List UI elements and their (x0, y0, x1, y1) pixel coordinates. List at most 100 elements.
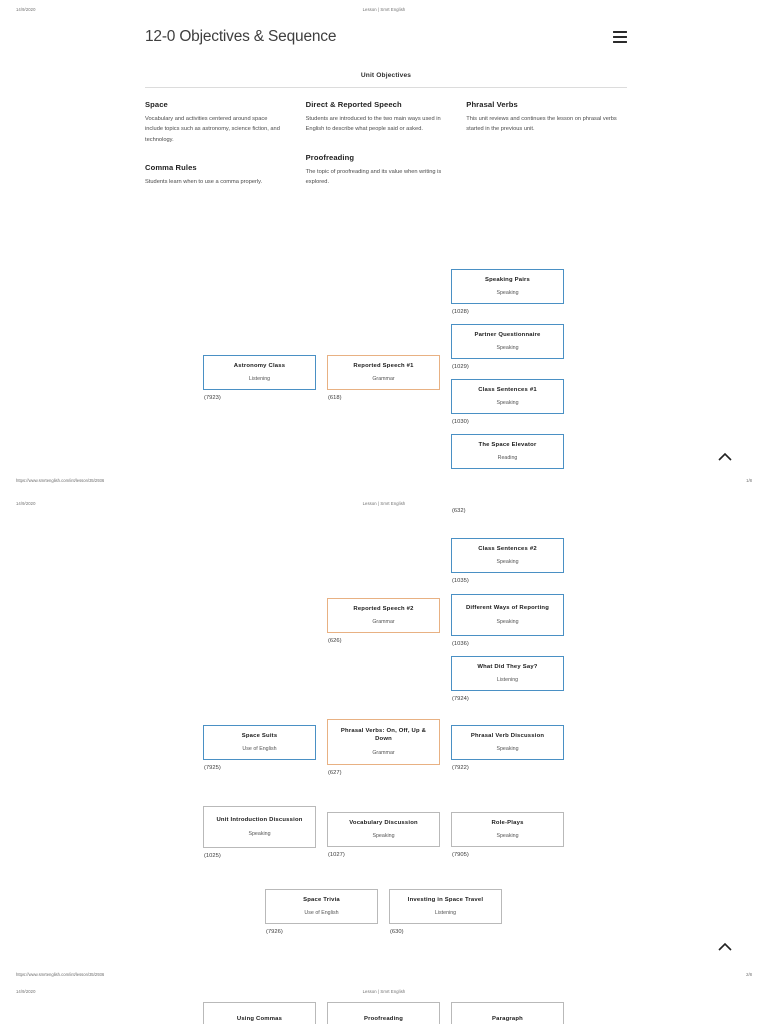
hamburger-icon[interactable] (613, 31, 627, 43)
activity-card[interactable]: Vocabulary Discussion Speaking (327, 812, 440, 847)
footer-url: https://www.smrtenglish.com/int/lesson/3… (16, 972, 105, 977)
activity-type: Reading (497, 455, 518, 462)
activity-type: Speaking (496, 400, 519, 407)
objective-term: Proofreading (305, 152, 355, 162)
activity-card[interactable]: Reported Speech #2 Grammar (327, 598, 440, 633)
objective-term: Comma Rules (145, 163, 197, 173)
activity-id: (1036) (452, 641, 469, 647)
objective-desc: The topic of proofreading and its value … (305, 168, 442, 186)
activity-type: Listening (434, 910, 457, 917)
running-header: 14/9/2020 Lesson | Smrt English (0, 501, 768, 511)
activity-type: Speaking (496, 345, 519, 352)
activity-title: Proofreading (363, 1015, 404, 1022)
activity-title: Different Ways of Reporting (465, 605, 550, 612)
objectives-column-3: Phrasal Verbs This unit reviews and cont… (466, 100, 627, 188)
activity-id: (632) (452, 508, 466, 514)
activity-card[interactable]: What Did They Say? Listening (451, 656, 564, 691)
activity-7: Reported Speech #2 Grammar (626) (327, 598, 440, 644)
activity-card[interactable]: Space Trivia Use of English (265, 889, 378, 924)
chevron-up-icon[interactable] (718, 942, 732, 952)
activity-card[interactable]: Paragraph (451, 1002, 564, 1024)
activity-type: Speaking (496, 290, 519, 297)
activity-id: (1025) (204, 853, 221, 859)
activity-type: Speaking (496, 833, 519, 840)
site-title: Lesson | Smrt English (362, 7, 406, 12)
activity-20: Paragraph (451, 1002, 564, 1024)
objective-desc: Vocabulary and activities centered aroun… (145, 116, 280, 143)
activity-id: (630) (390, 929, 404, 935)
activity-title: Partner Questionnaire (474, 331, 541, 338)
objective-term: Space (145, 100, 168, 109)
activity-card[interactable]: Partner Questionnaire Speaking (451, 324, 564, 359)
objective-desc: This unit reviews and continues the less… (466, 116, 617, 133)
activity-card[interactable]: Investing in Space Travel Listening (389, 889, 502, 924)
activity-type: Speaking (372, 833, 395, 840)
activity-title: Reported Speech #2 (353, 605, 414, 612)
activity-15: Role-Plays Speaking (7905) (451, 812, 564, 858)
activity-10: Space Suits Use of English (7925) (203, 725, 316, 771)
activity-card[interactable]: Class Sentences #1 Speaking (451, 379, 564, 414)
activity-title: Phrasal Verb Discussion (470, 732, 545, 739)
activity-title: Phrasal Verbs: On, Off, Up & Down (340, 728, 427, 742)
activity-id: (626) (328, 638, 342, 644)
page-title: 12-0 Objectives & Sequence (145, 28, 337, 45)
objectives-column-1: Space Vocabulary and activities centered… (145, 100, 306, 188)
activity-title: What Did They Say? (477, 663, 538, 670)
activity-title: Using Commas (236, 1015, 283, 1022)
activity-title: Unit Introduction Discussion (216, 817, 303, 824)
activity-type: Grammar (372, 749, 395, 756)
activity-card[interactable]: Class Sentences #2 Speaking (451, 538, 564, 573)
print-page-3: 14/9/2020 Lesson | Smrt English Using Co… (0, 988, 768, 1024)
activity-card[interactable]: Different Ways of Reporting Speaking (451, 594, 564, 636)
activity-card[interactable]: Role-Plays Speaking (451, 812, 564, 847)
activity-5: The Space Elevator Reading (451, 434, 564, 469)
activity-8: Different Ways of Reporting Speaking (10… (451, 594, 564, 647)
objective-term: Phrasal Verbs (466, 100, 518, 109)
activity-card[interactable]: Phrasal Verb Discussion Speaking (451, 725, 564, 760)
activity-16: Space Trivia Use of English (7926) (265, 889, 378, 935)
activity-card[interactable]: Reported Speech #1 Grammar (327, 355, 440, 390)
objective-desc: Students are introduced to the two main … (305, 116, 441, 133)
activity-id: (618) (328, 395, 342, 401)
print-date: 14/9/2020 (16, 501, 36, 506)
activity-card[interactable]: Space Suits Use of English (203, 725, 316, 760)
running-header: 14/9/2020 Lesson | Smrt English (0, 989, 768, 999)
activity-card[interactable]: Unit Introduction Discussion Speaking (203, 806, 316, 848)
running-footer-page-2: https://www.smrtenglish.com/int/lesson/3… (0, 972, 768, 982)
print-page-1: 14/9/2020 Lesson | Smrt English 12-0 Obj… (0, 0, 768, 494)
activity-card[interactable]: Speaking Pairs Speaking (451, 269, 564, 304)
activity-type: Speaking (496, 746, 519, 753)
activity-type: Grammar (372, 376, 395, 383)
activity-card[interactable]: Using Commas (203, 1002, 316, 1024)
activity-type: Speaking (496, 618, 519, 625)
activity-id: (627) (328, 770, 342, 776)
activity-id: (7905) (452, 852, 469, 858)
activity-card[interactable]: Proofreading (327, 1002, 440, 1024)
activity-19: Proofreading (327, 1002, 440, 1024)
activity-5-id: (632) (451, 508, 466, 514)
activity-id: (7923) (204, 395, 221, 401)
site-title: Lesson | Smrt English (362, 501, 406, 506)
unit-objectives-heading: Unit Objectives (145, 72, 627, 88)
activity-2: Reported Speech #1 Grammar (618) (327, 355, 440, 401)
activity-id: (1035) (452, 578, 469, 584)
running-header: 14/9/2020 Lesson | Smrt English (0, 7, 768, 17)
activity-11: Phrasal Verbs: On, Off, Up & Down Gramma… (327, 719, 440, 776)
activity-id: (1029) (452, 364, 469, 370)
activity-id: (7922) (452, 765, 469, 771)
chevron-up-icon[interactable] (718, 452, 732, 462)
activity-title: Vocabulary Discussion (349, 819, 418, 826)
activity-title: Class Sentences #1 (478, 386, 537, 393)
activity-title: Speaking Pairs (484, 276, 531, 283)
activity-type: Listening (248, 376, 271, 383)
activity-12: Phrasal Verb Discussion Speaking (7922) (451, 725, 564, 771)
objective-term: Direct & Reported Speech (305, 100, 402, 109)
activity-card[interactable]: Phrasal Verbs: On, Off, Up & Down Gramma… (327, 719, 440, 765)
activity-type: Use of English (304, 910, 339, 917)
activity-title: Space Suits (241, 732, 278, 739)
activity-card[interactable]: The Space Elevator Reading (451, 434, 564, 469)
activity-title: Astronomy Class (233, 362, 286, 369)
activity-card[interactable]: Astronomy Class Listening (203, 355, 316, 390)
activity-id: (1028) (452, 309, 469, 315)
activity-id: (1030) (452, 419, 469, 425)
